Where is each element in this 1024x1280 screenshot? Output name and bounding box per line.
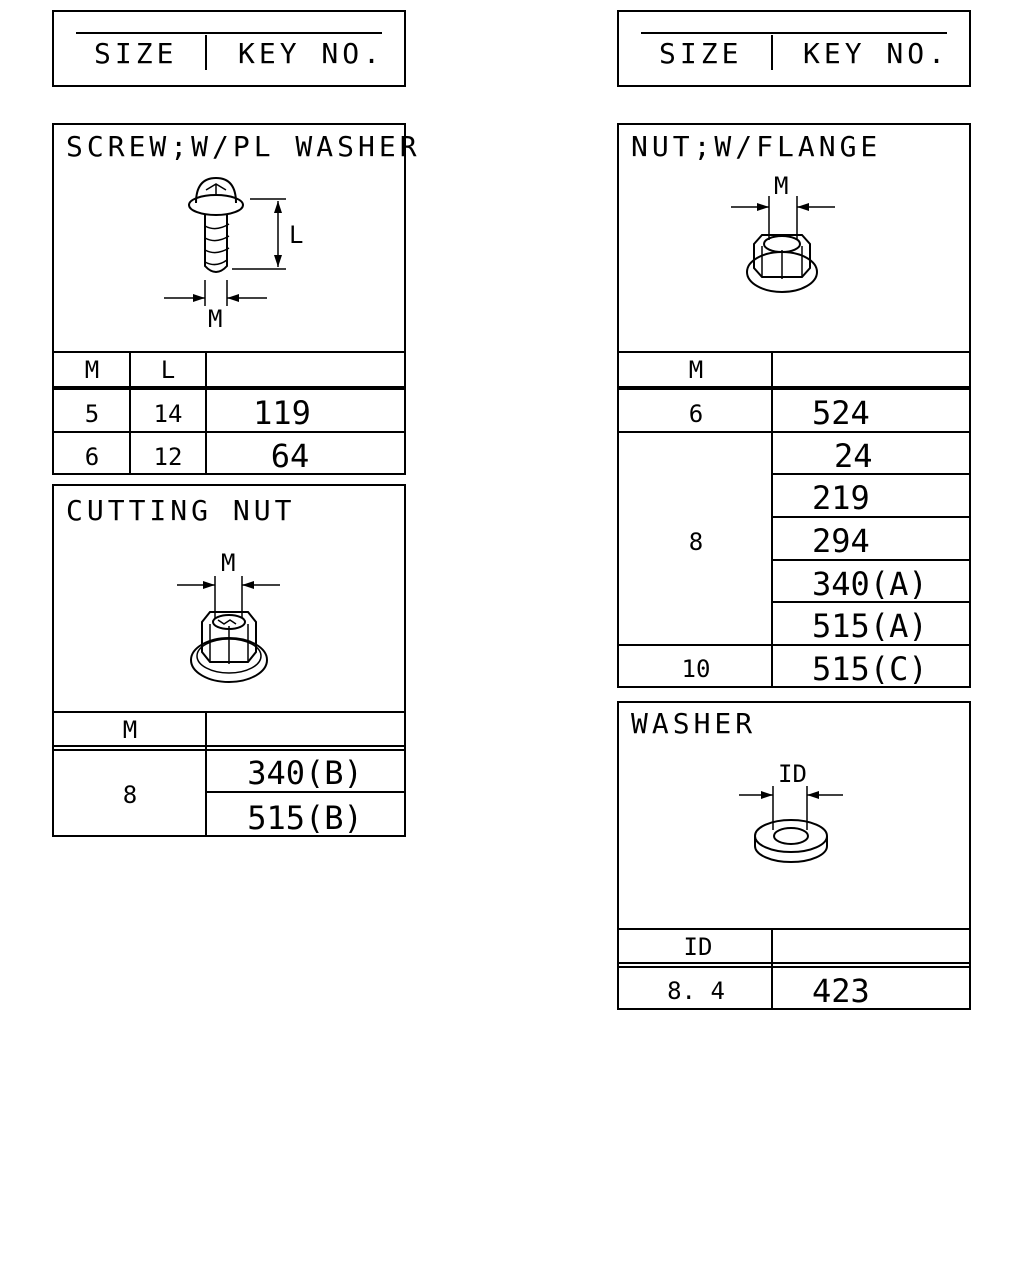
screw-title: SCREW;W/PL WASHER (66, 130, 421, 163)
flange-nut-col-m: M (689, 356, 703, 384)
cutting-nut-m-value: 8 (123, 781, 137, 809)
cutting-nut-col-m: M (123, 716, 137, 744)
flange-nut-dim-m: M (774, 172, 788, 200)
flange-nut-row-6-key: 524 (812, 394, 870, 432)
screw-panel: SCREW;W/PL WASHER L M M L 5 14 119 (52, 123, 421, 475)
screw-dim-m: M (208, 305, 222, 333)
legend-right: SIZE KEY NO. (617, 10, 971, 87)
cutting-nut-key-2: 515(B) (247, 799, 363, 837)
screw-row-1-key: 119 (253, 394, 311, 432)
flange-nut-row-6-m: 6 (689, 400, 703, 428)
washer-icon (754, 819, 828, 863)
screw-col-l: L (161, 356, 175, 384)
washer-col-id: ID (684, 933, 713, 961)
flange-nut-row-8-m: 8 (689, 528, 703, 556)
legend-key-label: KEY NO. (803, 37, 949, 70)
cutting-nut-title: CUTTING NUT (66, 494, 295, 527)
flange-nut-title: NUT;W/FLANGE (631, 130, 881, 163)
cutting-nut-key-1: 340(B) (247, 754, 363, 792)
flange-nut-row-8-key-1: 24 (834, 437, 873, 475)
flange-nut-row-8-key-2: 219 (812, 479, 870, 517)
flange-nut-row-10-key: 515(C) (812, 650, 928, 688)
flange-nut-icon (746, 234, 818, 293)
washer-dim-id: ID (778, 760, 807, 788)
legend-size-label: SIZE (659, 37, 742, 70)
legend-left: SIZE KEY NO. (52, 10, 406, 87)
flange-nut-row-8-key-5: 515(A) (812, 607, 928, 645)
screw-row-1-l: 14 (154, 400, 183, 428)
cutting-nut-dim-m: M (221, 549, 235, 577)
flange-nut-row-10-m: 10 (682, 655, 711, 683)
screw-icon (188, 176, 244, 273)
washer-panel: WASHER ID ID 8. 4 423 (617, 701, 971, 1010)
washer-row-1-id: 8. 4 (667, 977, 725, 1005)
screw-dim-l: L (289, 221, 303, 249)
flange-nut-panel: NUT;W/FLANGE M M 6 524 8 24 21 (617, 123, 971, 688)
screw-col-m: M (85, 356, 99, 384)
washer-row-1-key: 423 (812, 972, 870, 1010)
legend-key-label: KEY NO. (238, 37, 384, 70)
washer-title: WASHER (631, 707, 756, 740)
cutting-nut-icon (190, 611, 268, 683)
cutting-nut-panel: CUTTING NUT M M 8 340(B) 515(B) (52, 484, 406, 837)
screw-row-2-key: 64 (271, 437, 310, 475)
flange-nut-row-8-key-4: 340(A) (812, 565, 928, 603)
screw-row-2-m: 6 (85, 443, 99, 471)
screw-row-1-m: 5 (85, 400, 99, 428)
flange-nut-row-8-key-3: 294 (812, 522, 870, 560)
screw-row-2-l: 12 (154, 443, 183, 471)
legend-size-label: SIZE (94, 37, 177, 70)
